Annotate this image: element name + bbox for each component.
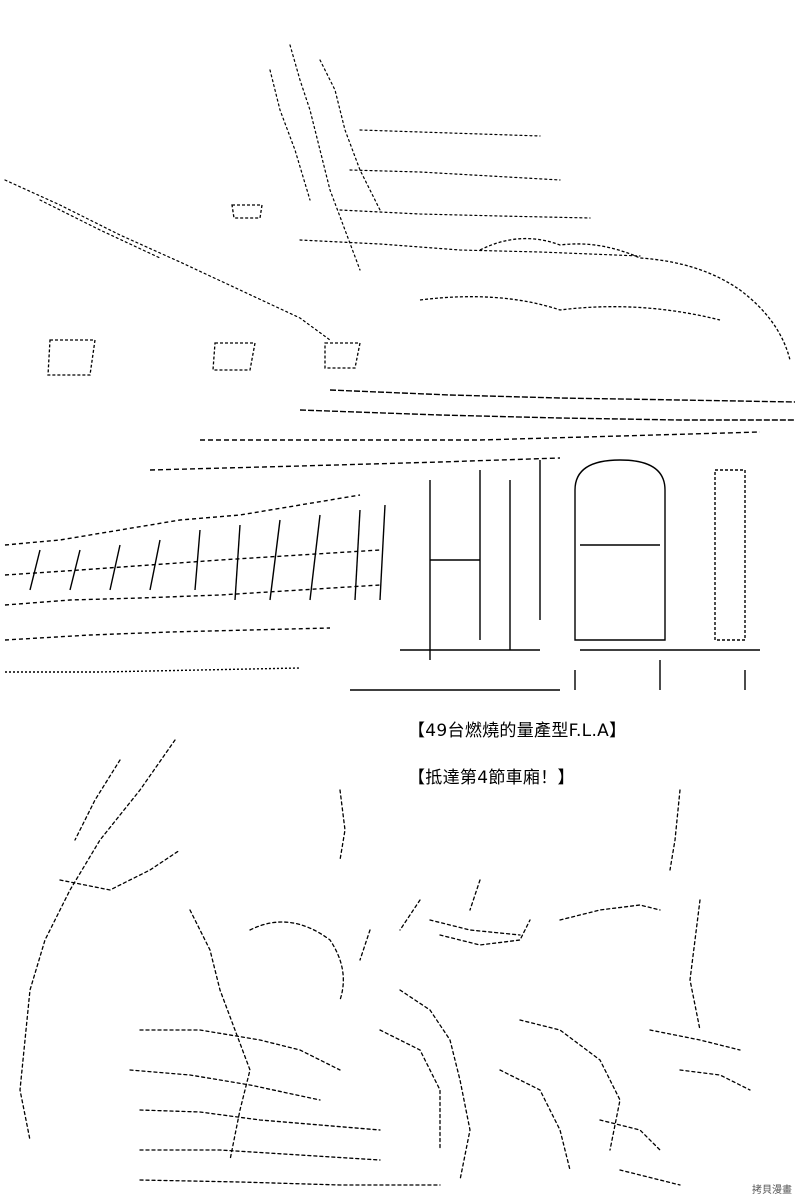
train-scene-drawing xyxy=(4,44,796,691)
figures-scene-drawing xyxy=(19,739,751,1186)
caption-arrival: 【抵達第4節車廂！】 xyxy=(408,768,575,788)
train-scene-art xyxy=(4,44,796,691)
figures-scene-art xyxy=(0,730,800,1200)
caption-fla-count: 【49台燃燒的量產型F.L.A】 xyxy=(408,721,627,741)
watermark-text: 拷貝漫畫 xyxy=(752,1185,792,1196)
